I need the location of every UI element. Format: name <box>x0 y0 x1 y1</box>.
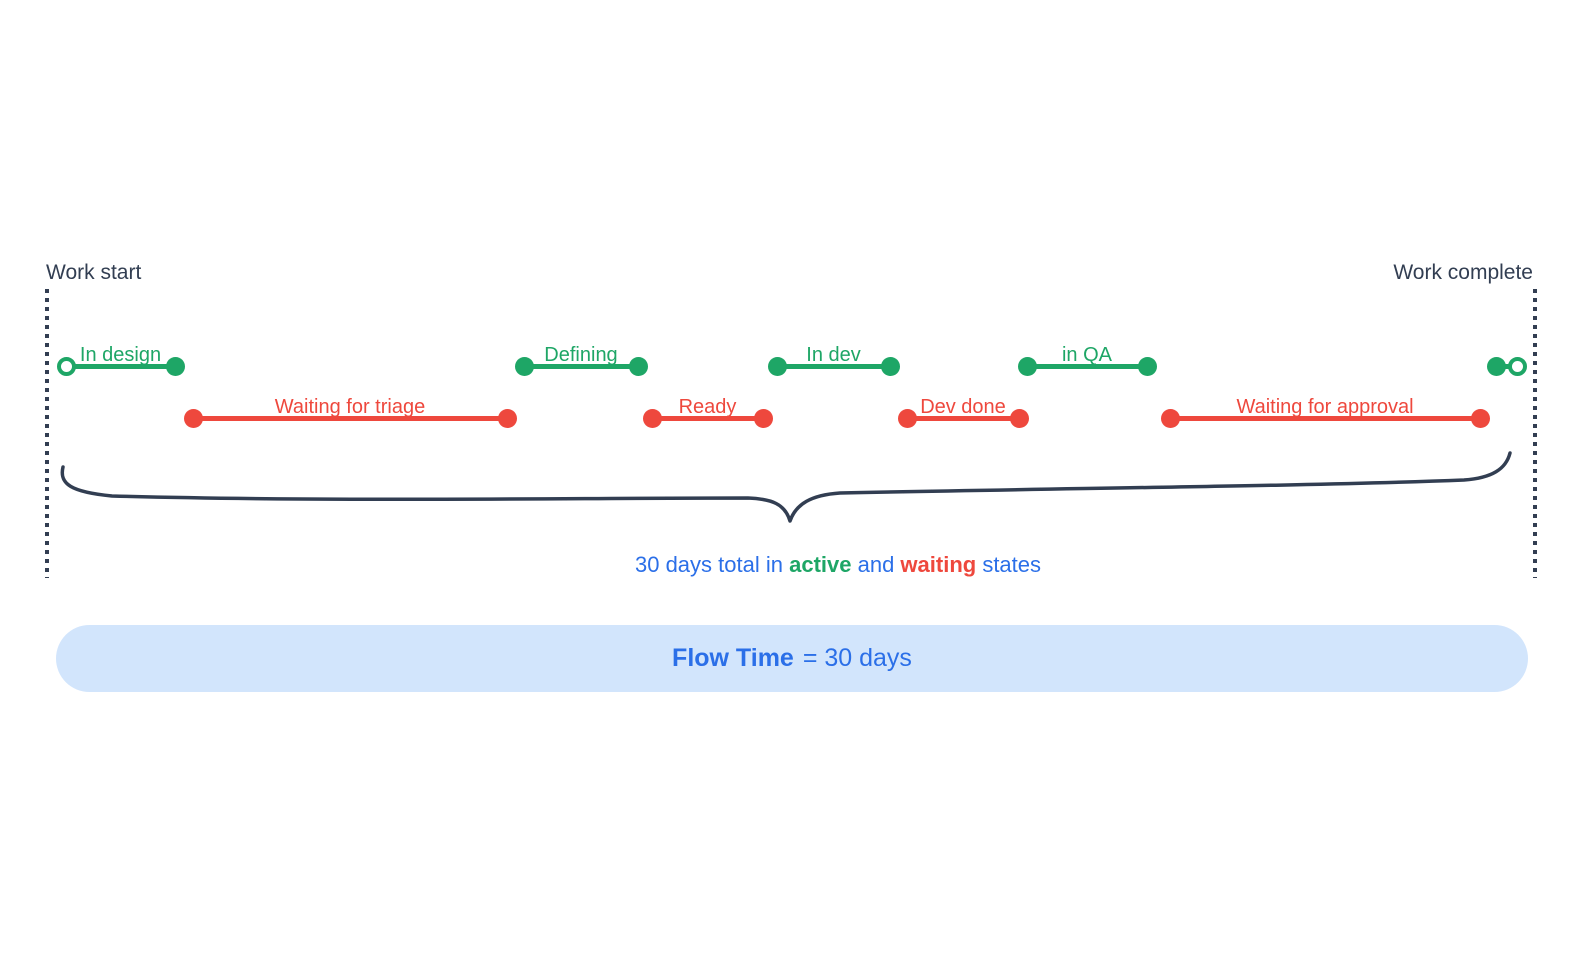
waiting-for-triage-start-dot <box>184 408 203 428</box>
annotation-part: active <box>789 552 852 577</box>
ready-start-dot <box>643 408 662 428</box>
in-qa-label: in QA <box>1061 343 1113 366</box>
annotation-part: 30 days total in <box>634 552 790 577</box>
waiting-for-approval-end-dot <box>1471 408 1490 428</box>
total-annotation: 30 days total in active and waiting stat… <box>558 552 1118 578</box>
waiting-for-triage-segment: Waiting for triage <box>184 396 517 428</box>
in-qa-start-dot <box>1018 356 1037 376</box>
work-start-label: Work start <box>46 261 142 284</box>
dev-done-start-dot <box>898 408 917 428</box>
in-design-end-dot <box>166 356 185 376</box>
work-complete-label: Work complete <box>1393 261 1533 284</box>
defining-start-dot <box>515 356 534 376</box>
work-complete-marker-end-dot <box>1508 356 1527 376</box>
ready-end-dot <box>754 408 773 428</box>
in-design-start-dot <box>57 356 76 376</box>
in-dev-label: In dev <box>806 343 861 366</box>
annotation-part: states <box>976 552 1042 577</box>
waiting-for-approval-label: Waiting for approval <box>1236 395 1414 418</box>
flow-time-value: = 30 days <box>802 644 912 672</box>
in-design-segment: In design <box>57 344 185 376</box>
waiting-for-triage-end-dot <box>498 408 517 428</box>
annotation-part: waiting <box>900 552 977 577</box>
flow-time-title: Flow Time <box>672 644 794 672</box>
waiting-for-triage-label: Waiting for triage <box>274 395 426 418</box>
ready-label: Ready <box>678 395 737 418</box>
defining-label: Defining <box>544 343 618 366</box>
in-qa-end-dot <box>1138 356 1157 376</box>
in-qa-segment: in QA <box>1018 344 1157 376</box>
in-dev-start-dot <box>768 356 787 376</box>
in-design-label: In design <box>79 343 162 366</box>
defining-segment: Defining <box>515 344 648 376</box>
work-complete-marker-segment <box>1487 356 1527 376</box>
waiting-for-approval-start-dot <box>1161 408 1180 428</box>
defining-end-dot <box>629 356 648 376</box>
ready-segment: Ready <box>643 396 773 428</box>
in-dev-end-dot <box>881 356 900 376</box>
dev-done-segment: Dev done <box>898 396 1029 428</box>
work-complete-boundary-line <box>1533 289 1537 578</box>
in-dev-segment: In dev <box>768 344 900 376</box>
work-start-boundary-line <box>45 289 49 578</box>
flow-time-pill: Flow Time = 30 days <box>56 625 1528 692</box>
dev-done-label: Dev done <box>920 395 1006 418</box>
annotation-part: and <box>851 552 901 577</box>
waiting-for-approval-segment: Waiting for approval <box>1161 396 1490 428</box>
dev-done-end-dot <box>1010 408 1029 428</box>
work-complete-marker-start-dot <box>1487 356 1506 376</box>
